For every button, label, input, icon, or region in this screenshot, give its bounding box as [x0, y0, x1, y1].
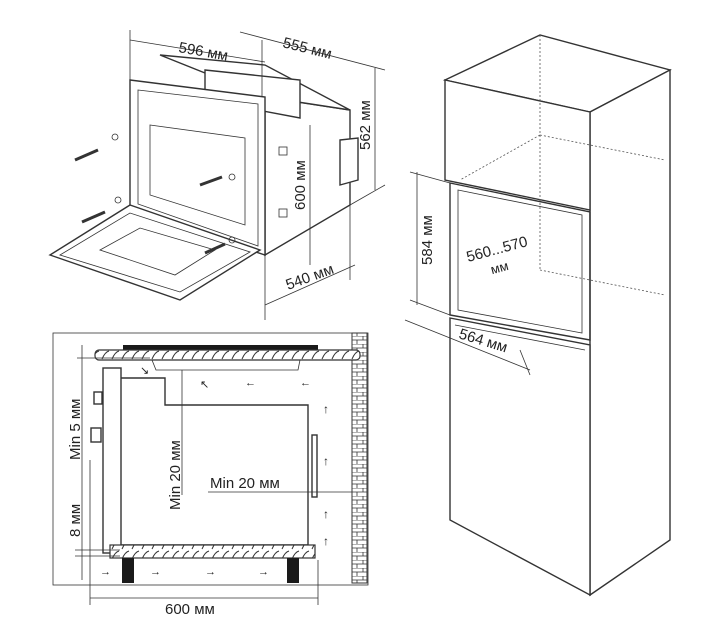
- cabinet-hidden-edges: [459, 35, 666, 296]
- svg-text:→: →: [205, 566, 216, 578]
- screw-icon: [74, 133, 236, 255]
- dim-oven-depth: 555 мм: [281, 34, 333, 63]
- cabinet-upper-front: [444, 79, 591, 211]
- svg-text:←: ←: [300, 377, 311, 389]
- mounting-hole: [278, 208, 288, 218]
- cabinet-shelf-edge: [454, 324, 586, 351]
- rear-vent: [311, 434, 318, 498]
- oven-perspective: 596 мм 555 мм 562 мм 600 мм 540 мм: [48, 30, 386, 320]
- dim-oven-body-depth: 540 мм: [284, 261, 337, 294]
- support-foot: [287, 558, 299, 583]
- support-foot: [122, 558, 134, 583]
- oven-dimension-lines: [129, 30, 386, 320]
- oven-cavity: [149, 124, 246, 226]
- cabinet-dimension-lines: [404, 171, 531, 376]
- dim-niche-width-group: 560...570 мм: [465, 233, 530, 277]
- dim-gap-back: Min 20 мм: [210, 475, 280, 492]
- countertop: [94, 349, 361, 361]
- svg-text:→: →: [258, 566, 269, 578]
- oven-frame-inner: [137, 89, 259, 247]
- cabinet-niche: [449, 182, 591, 341]
- mounting-hole: [278, 146, 288, 156]
- cabinet-perspective: 584 мм 560...570 мм 564 мм: [404, 34, 672, 597]
- dim-oven-front-height: 600 мм: [292, 160, 309, 210]
- svg-text:↖: ↖: [200, 379, 209, 391]
- wall: [351, 332, 368, 584]
- dim-niche-height: 584 мм: [419, 215, 436, 265]
- hob-underside: [151, 359, 301, 371]
- cabinet-lower-door: [449, 317, 591, 597]
- oven-rear-bracket: [339, 137, 359, 186]
- dim-gap-bottom: 8 мм: [67, 504, 84, 537]
- shelf: [109, 544, 316, 559]
- dim-gap-back-vertical: Min 20 мм: [167, 440, 184, 510]
- hob: [123, 345, 318, 350]
- svg-text:↑: ↑: [323, 402, 329, 416]
- cabinet-niche-inner: [457, 189, 583, 334]
- dim-gap-top: Min 5 мм: [67, 399, 84, 460]
- svg-text:←: ←: [245, 377, 256, 389]
- svg-text:↑: ↑: [323, 507, 329, 521]
- door-handle: [90, 427, 102, 443]
- dim-niche-width-unit: мм: [489, 258, 510, 277]
- cabinet-side: [589, 68, 671, 597]
- svg-text:→: →: [100, 566, 111, 578]
- oven-body-outline: [121, 377, 309, 546]
- dim-section-depth: 600 мм: [165, 601, 215, 618]
- control-knob: [93, 391, 103, 405]
- svg-text:→: →: [150, 566, 161, 578]
- section-view: ← ← ↖ ↘ ↑ ↑ ↑ ↑ → → → → Min 5 мм Min 20 …: [52, 332, 369, 618]
- svg-text:↘: ↘: [140, 365, 149, 377]
- section-dimension-lines: [75, 345, 352, 605]
- svg-text:↑: ↑: [323, 454, 329, 468]
- oven-door-inner: [59, 212, 251, 293]
- oven-front-panel: [102, 367, 122, 554]
- airflow-arrow-icon: ← ← ↖ ↘ ↑ ↑ ↑ ↑ → → → →: [100, 365, 329, 578]
- section-frame: [52, 332, 369, 586]
- dim-oven-height: 562 мм: [357, 100, 374, 150]
- svg-text:↑: ↑: [323, 534, 329, 548]
